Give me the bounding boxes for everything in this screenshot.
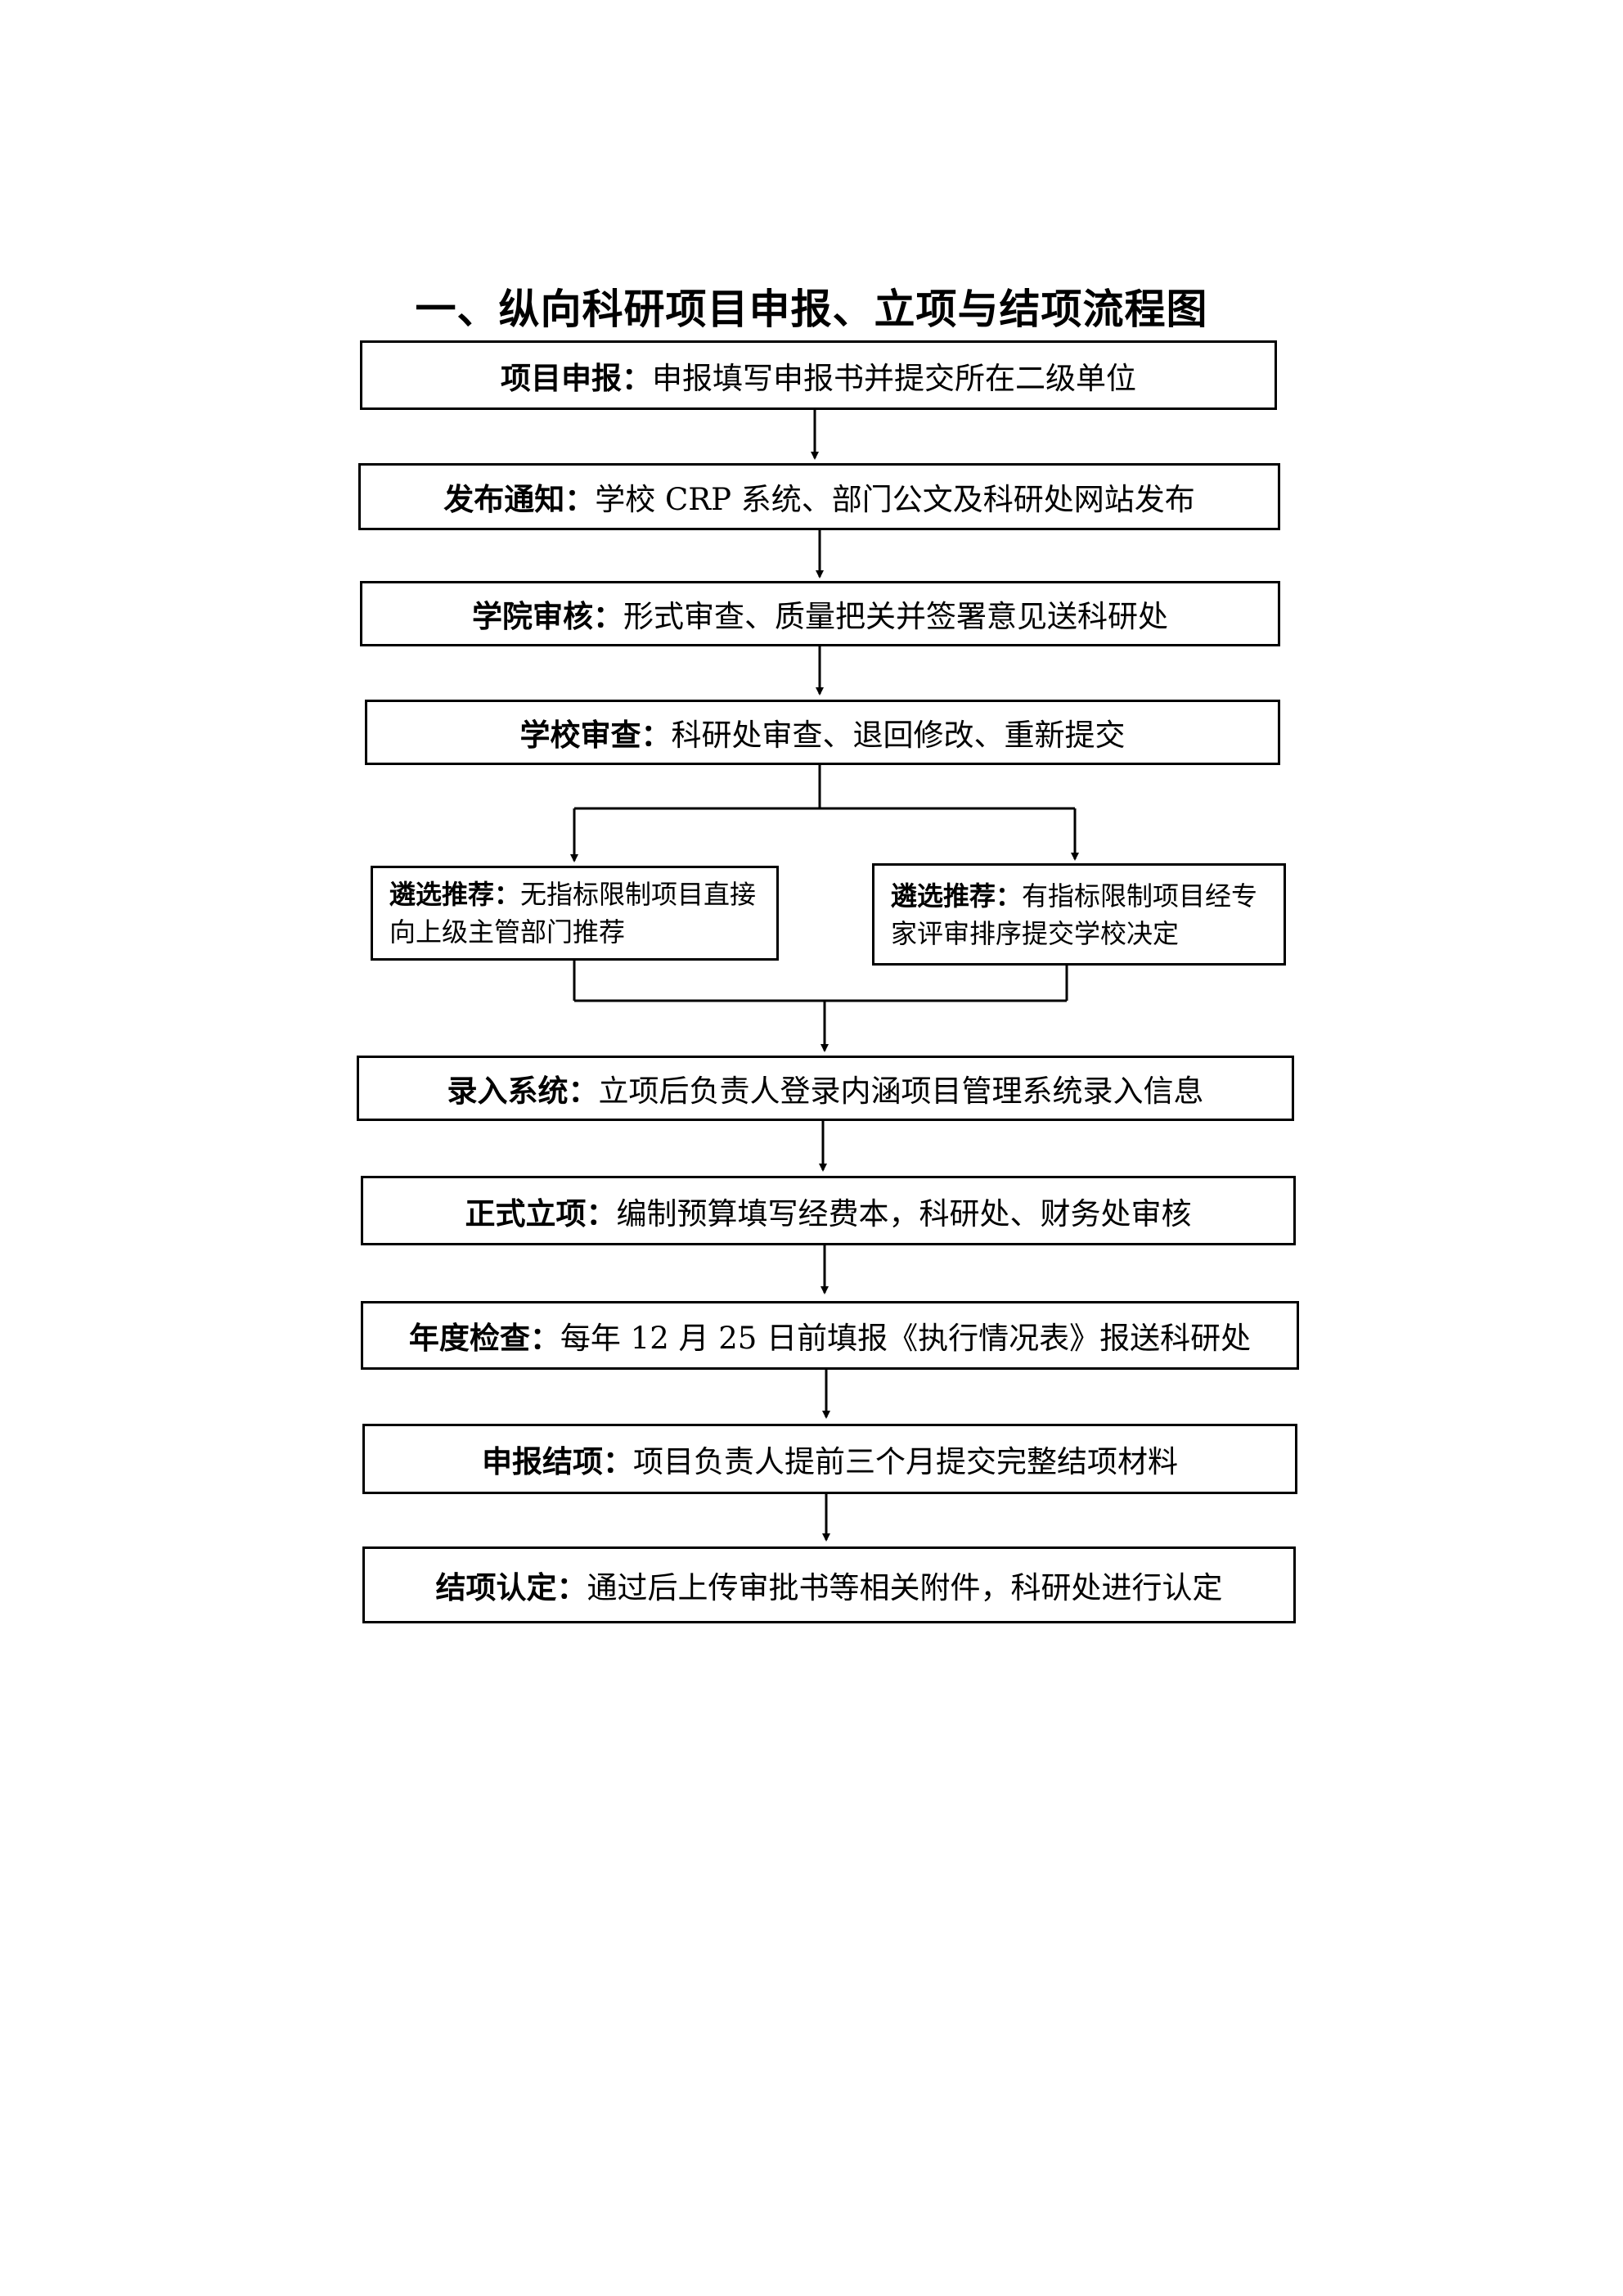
step-text: 学校 CRP 系统、部门公文及科研处网站发布 bbox=[595, 482, 1195, 517]
step-label: 学院审核： bbox=[472, 599, 623, 634]
step-text: 每年 12 月 25 日前填报《执行情况表》报送科研处 bbox=[560, 1321, 1252, 1356]
page-title: 一、纵向科研项目申报、立项与结项流程图 bbox=[415, 286, 1208, 333]
step-publish-notice: 发布通知：学校 CRP 系统、部门公文及科研处网站发布 bbox=[358, 463, 1280, 530]
branch-text: 有指标限制项目经专家评审排序提交学校决定 bbox=[891, 880, 1258, 949]
step-completion-confirmation: 结项认定：通过后上传审批书等相关附件，科研处进行认定 bbox=[362, 1546, 1296, 1623]
branch-no-quota: 遴选推荐：无指标限制项目直接向上级主管部门推荐 bbox=[371, 866, 779, 961]
step-text: 科研处审查、退回修改、重新提交 bbox=[671, 718, 1126, 753]
step-label: 正式立项： bbox=[465, 1195, 617, 1231]
step-college-review: 学院审核：形式审查、质量把关并签署意见送科研处 bbox=[360, 581, 1280, 646]
step-label: 发布通知： bbox=[443, 482, 596, 517]
step-label: 录入系统： bbox=[447, 1074, 599, 1109]
branch-label: 遴选推荐： bbox=[891, 880, 1023, 912]
step-text: 立项后负责人登录内涵项目管理系统录入信息 bbox=[598, 1074, 1204, 1109]
step-text: 编制预算填写经费本，科研处、财务处审核 bbox=[616, 1195, 1192, 1231]
branch-label: 遴选推荐： bbox=[389, 879, 521, 910]
step-completion-application: 申报结项：项目负责人提前三个月提交完整结项材料 bbox=[362, 1424, 1297, 1494]
step-label: 学校审查： bbox=[519, 718, 672, 753]
step-label: 年度检查： bbox=[408, 1321, 560, 1356]
step-enter-system: 录入系统：立项后负责人登录内涵项目管理系统录入信息 bbox=[357, 1056, 1294, 1121]
branch-text: 无指标限制项目直接向上级主管部门推荐 bbox=[389, 879, 757, 948]
step-school-review: 学校审查：科研处审查、退回修改、重新提交 bbox=[365, 700, 1280, 765]
step-label: 申报结项： bbox=[482, 1444, 633, 1479]
step-text: 申报填写申报书并提交所在二级单位 bbox=[652, 360, 1136, 396]
step-text: 通过后上传审批书等相关附件，科研处进行认定 bbox=[587, 1570, 1223, 1605]
branch-with-quota: 遴选推荐：有指标限制项目经专家评审排序提交学校决定 bbox=[872, 863, 1286, 966]
step-annual-check: 年度检查：每年 12 月 25 日前填报《执行情况表》报送科研处 bbox=[361, 1301, 1299, 1370]
step-formal-approval: 正式立项：编制预算填写经费本，科研处、财务处审核 bbox=[361, 1176, 1296, 1245]
step-label: 结项认定： bbox=[435, 1570, 587, 1605]
step-text: 项目负责人提前三个月提交完整结项材料 bbox=[633, 1444, 1178, 1479]
step-label: 项目申报： bbox=[501, 360, 652, 396]
step-project-application: 项目申报：申报填写申报书并提交所在二级单位 bbox=[360, 340, 1277, 410]
step-text: 形式审查、质量把关并签署意见送科研处 bbox=[623, 599, 1168, 634]
